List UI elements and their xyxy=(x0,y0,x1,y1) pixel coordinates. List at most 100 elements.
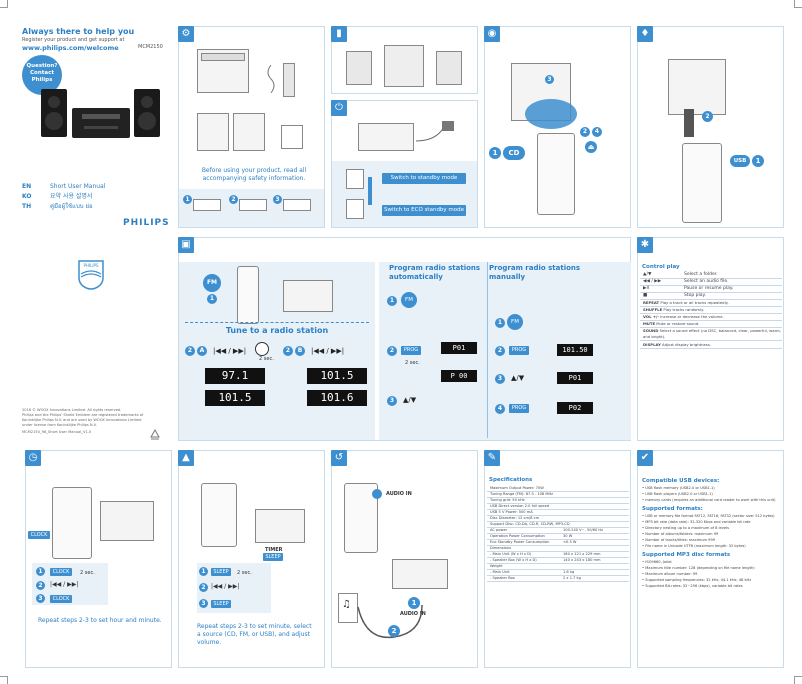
recycle-icon xyxy=(148,428,162,442)
clock-button[interactable]: CLOCK xyxy=(50,568,72,576)
footer-line: MCM2150_98_Short User Manual_V1.0 xyxy=(22,430,92,434)
frequency-display: 101.5 xyxy=(307,368,367,384)
prog-button[interactable]: PROG xyxy=(401,346,421,355)
list-item-text: Supported sampling frequencies: 32 kHz, … xyxy=(645,578,752,582)
spec-value: <0.5 W xyxy=(563,540,577,544)
panel-radio: ▣ FM 1 Tune to a radio station 2 A |◀◀ /… xyxy=(178,237,631,441)
main-unit-front xyxy=(283,280,333,312)
spec-row: Disc Diameter: 12 cm/8 cm xyxy=(487,515,629,522)
remote-battery-step xyxy=(239,199,267,211)
control-row: DISPLAY Adjust display brightness. xyxy=(640,342,782,349)
sleep-button[interactable]: SLEEP xyxy=(263,553,283,561)
panel-usb: ♦ 2 USB 1 xyxy=(637,26,784,228)
language-item: TH คู่มือผู้ใช้แบบ ย่อ xyxy=(22,203,172,213)
spec-value: 1.6 kg xyxy=(563,570,575,574)
sleep-button[interactable]: SLEEP xyxy=(211,600,231,608)
audio-cable xyxy=(356,601,432,641)
step-letter: B xyxy=(295,346,305,356)
panel-cd: ◉ 3 1 CD 2 4 ⏏ xyxy=(484,26,631,228)
cd-source-button[interactable]: CD xyxy=(503,146,525,160)
spec-key: Maximum Output Power: 70W xyxy=(490,486,544,490)
step-number: 2 xyxy=(199,583,208,592)
auto-program-title: Program radio stations automatically xyxy=(389,264,481,281)
badge-line: Philips xyxy=(31,77,53,83)
remote-control[interactable] xyxy=(52,487,92,559)
remote-battery-step xyxy=(193,199,221,211)
spec-row: Eco Standby Power Consumption<0.5 W xyxy=(487,539,629,546)
spec-key: - Main Unit xyxy=(490,570,510,574)
control-key: ▲/▼ xyxy=(643,272,652,277)
step-number: 1 xyxy=(199,567,208,576)
list-item: • Supported Bit-rates: 32~256 (kbps), va… xyxy=(642,584,743,588)
control-key: ◀◀ / ▶▶ xyxy=(643,279,662,284)
control-desc: Mute or restore sound. xyxy=(656,321,700,326)
duration-label: 2 sec. xyxy=(80,570,95,576)
remote-control[interactable] xyxy=(237,266,259,324)
timer-repeat-note: Repeat steps 2-3 to set minute, select a… xyxy=(197,623,312,646)
speaker-left xyxy=(197,113,229,151)
contact-philips-badge[interactable]: Question? Contact Philips xyxy=(22,55,62,95)
svg-text:PHILIPS: PHILIPS xyxy=(84,263,99,268)
fm-button[interactable]: FM xyxy=(401,292,417,308)
remote-control[interactable] xyxy=(537,133,575,215)
clock-button[interactable]: CLOCK xyxy=(28,531,50,539)
spec-row: USB 5 V Power: 500 mA xyxy=(487,509,629,516)
control-key: SHUFFLE xyxy=(643,307,663,312)
list-item: • Number of albums/folders: maximum 99 xyxy=(642,532,719,536)
up-down-buttons[interactable]: ▲/▼ xyxy=(511,374,525,382)
usb-source-button[interactable]: USB xyxy=(730,155,750,167)
main-unit-front xyxy=(392,559,448,589)
cd-disc xyxy=(525,99,577,129)
remote-hand-1 xyxy=(346,169,364,189)
spec-value: 100-240 V~, 50/60 Hz xyxy=(563,528,603,532)
remote-control[interactable] xyxy=(201,483,237,547)
panel-power: ⏻ Switch to standby mode Switch to ECO s… xyxy=(331,100,478,228)
eject-icon[interactable]: ⏏ xyxy=(585,141,597,153)
spec-value: 180 x 121 x 229 mm xyxy=(563,552,601,556)
fm-button[interactable]: FM xyxy=(507,314,523,330)
speaker-right xyxy=(436,51,462,85)
mp3-formats-title: Supported MP3 disc formats xyxy=(642,552,731,558)
prev-next-buttons[interactable]: |◀◀ / ▶▶| xyxy=(311,347,345,355)
spec-key: - Main Unit (W x H x D) xyxy=(490,552,532,556)
control-table: ▲/▼Select a folder. ◀◀ / ▶▶Select an aud… xyxy=(640,272,782,412)
spec-row: USB Direct version 2.0 full speed xyxy=(487,503,629,510)
frequency-display: 101.6 xyxy=(307,390,367,406)
audio-in-button-icon[interactable] xyxy=(372,489,382,499)
specs-table: Maximum Output Power: 70W Tuning Range (… xyxy=(487,485,629,615)
spec-row: Maximum Output Power: 70W xyxy=(487,485,629,492)
spec-key: Support Disc: CD-DA, CD-R, CD-RW, MP3-CD xyxy=(490,522,570,526)
clock-button[interactable]: CLOCK xyxy=(50,595,72,603)
prog-button[interactable]: PROG xyxy=(509,404,529,413)
list-item: • Supported sampling frequencies: 32 kHz… xyxy=(642,578,752,582)
list-item: • File name in Unicode UTF8 (maximum len… xyxy=(642,544,746,548)
prev-next-buttons[interactable]: |◀◀ / ▶▶| xyxy=(213,347,247,355)
timer-label: TIMER xyxy=(265,547,283,553)
step-number: 1 xyxy=(387,296,397,306)
remote-control[interactable] xyxy=(682,143,722,223)
speaker-right xyxy=(233,113,265,151)
fm-button[interactable]: FM xyxy=(203,274,221,292)
badge-line: Question? xyxy=(26,63,58,69)
control-desc: Adjust display brightness. xyxy=(662,342,712,347)
program-area: Program radio stations automatically Pro… xyxy=(379,262,631,440)
clock-tab-icon: ◷ xyxy=(25,450,41,466)
prog-button[interactable]: PROG xyxy=(509,346,529,355)
speaker-left xyxy=(346,51,372,85)
tune-title: Tune to a radio station xyxy=(225,326,329,335)
up-down-buttons[interactable]: ▲/▼ xyxy=(403,396,417,404)
prev-next-buttons[interactable]: |◀◀ / ▶▶| xyxy=(50,581,79,588)
cover-url[interactable]: www.philips.com/welcome xyxy=(22,44,119,52)
usb-stick xyxy=(684,109,694,137)
step-number: 1 xyxy=(36,567,45,576)
prev-next-buttons[interactable]: |◀◀ / ▶▶| xyxy=(211,583,240,590)
timer-tab-icon: ▲ xyxy=(178,450,194,466)
panel-speaker-connect: ▮ xyxy=(331,26,478,94)
list-item-text: USB flash memory (USB2.0 or USB1.1) xyxy=(645,486,715,490)
control-desc: Play a track or all tracks repeatedly. xyxy=(660,300,729,305)
step-number: 3 xyxy=(199,599,208,608)
sleep-button[interactable]: SLEEP xyxy=(211,568,231,576)
list-item-text: MP3 bit rate (data rate): 32-320 Kbps an… xyxy=(645,520,751,524)
